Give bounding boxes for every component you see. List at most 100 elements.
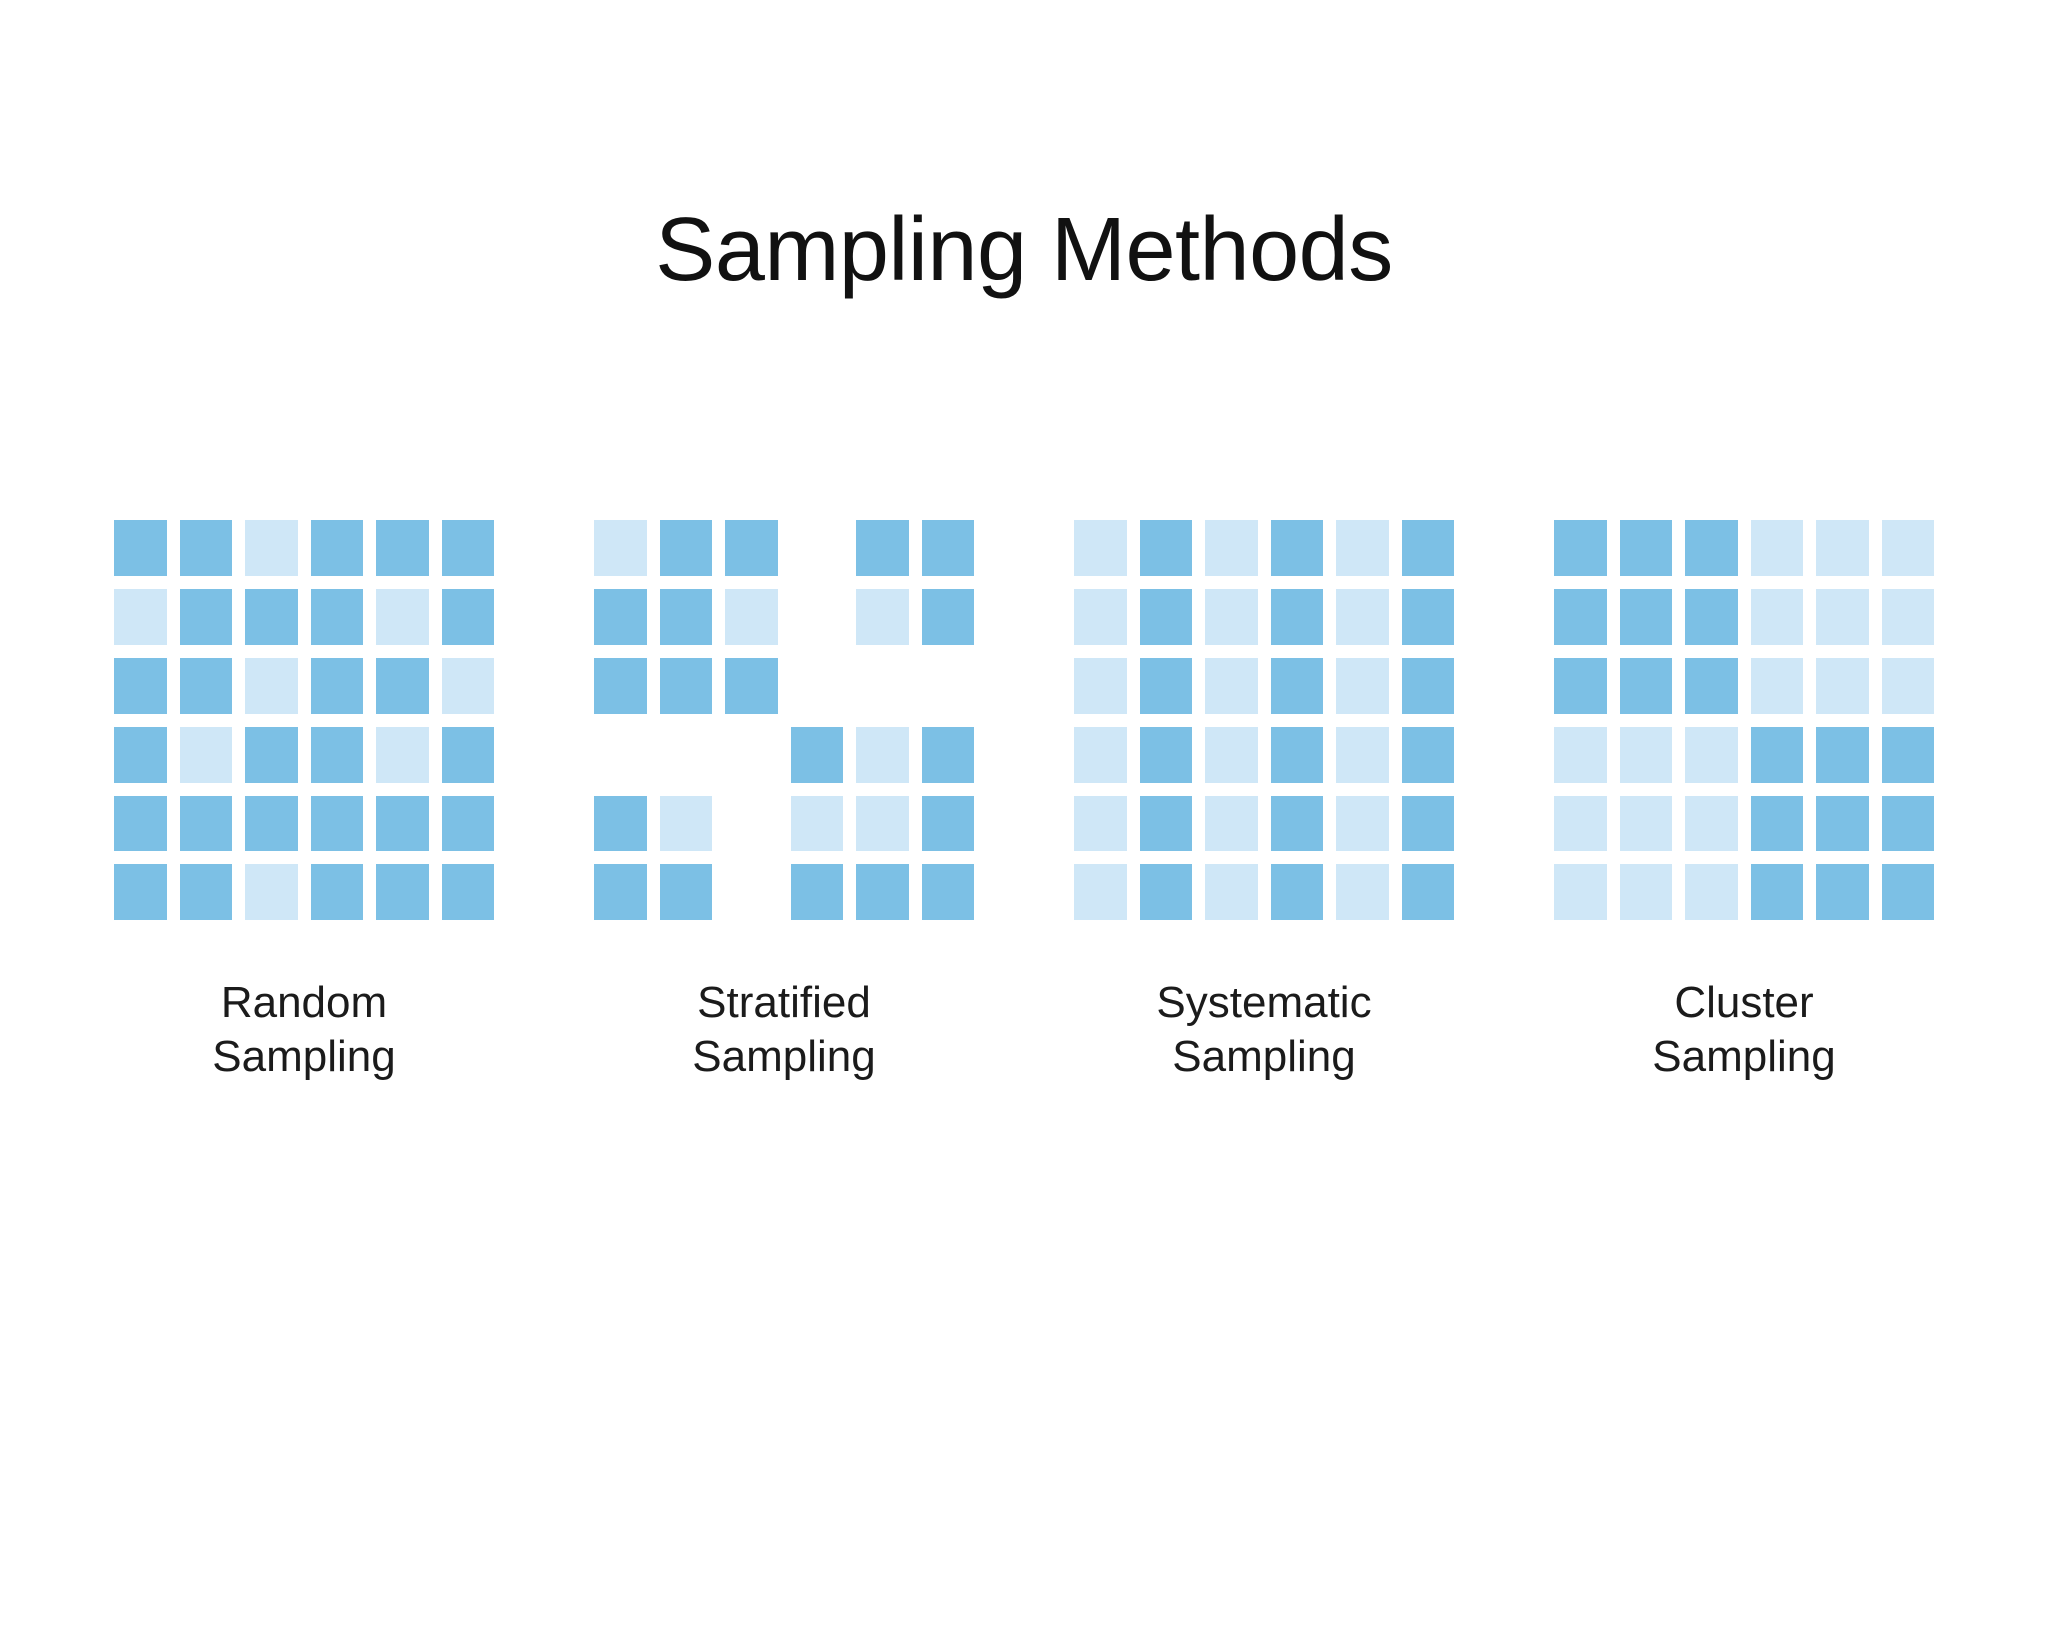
grid-cell-unselected	[1554, 795, 1607, 852]
grid-cell-selected	[659, 589, 712, 645]
page-title: Sampling Methods	[655, 200, 1393, 300]
grid-cell-selected	[441, 795, 494, 852]
grid-cell-unselected	[725, 589, 778, 645]
grid-cell-selected	[310, 726, 363, 783]
grid-cell-selected	[310, 520, 363, 577]
grid-cell-selected	[659, 864, 712, 921]
grid-cell-selected	[1270, 589, 1323, 645]
grid-cell-selected	[1401, 589, 1454, 645]
grid-cell-selected	[376, 795, 429, 852]
grid-cell-selected	[1270, 520, 1323, 577]
grid-cell-unselected	[1205, 520, 1258, 577]
grid-cell-selected	[1750, 864, 1803, 921]
grid-cell-selected	[310, 589, 363, 645]
grid-cell-empty	[856, 658, 909, 714]
grid-cell-unselected	[659, 795, 712, 852]
grid-cell-unselected	[179, 726, 232, 783]
grid-cell-unselected	[1881, 589, 1934, 645]
sampling-grid-random-sampling	[114, 520, 494, 921]
grid-cell-unselected	[1619, 864, 1672, 921]
grid-cell-unselected	[856, 795, 909, 852]
grid-cell-selected	[725, 520, 778, 577]
sampling-methods-panels: Random Sampling Stratified Sampling System…	[0, 520, 2048, 1083]
grid-cell-unselected	[1881, 657, 1934, 714]
grid-cell-unselected	[1336, 795, 1389, 852]
grid-cell-empty	[791, 520, 844, 576]
grid-cell-unselected	[1205, 657, 1258, 714]
grid-cell-unselected	[1205, 795, 1258, 852]
grid-cell-unselected	[1816, 520, 1869, 577]
grid-cell-unselected	[1816, 657, 1869, 714]
grid-cell-selected	[1270, 657, 1323, 714]
sampling-panel-label: Random Sampling	[212, 978, 396, 1081]
grid-cell-unselected	[1750, 657, 1803, 714]
grid-cell-selected	[1881, 864, 1934, 921]
grid-cell-selected	[1139, 589, 1192, 645]
grid-cell-unselected	[441, 657, 494, 714]
grid-cell-unselected	[1074, 520, 1127, 577]
grid-cell-selected	[594, 657, 647, 714]
grid-cell-selected	[1270, 795, 1323, 852]
grid-cell-selected	[1881, 795, 1934, 852]
grid-cell-selected	[594, 589, 647, 645]
grid-cell-selected	[310, 795, 363, 852]
grid-cell-unselected	[1205, 589, 1258, 645]
grid-cell-selected	[376, 864, 429, 921]
grid-cell-unselected	[1619, 726, 1672, 783]
grid-cell-empty	[791, 658, 844, 714]
sampling-grid-systematic-sampling	[1074, 520, 1454, 921]
grid-cell-selected	[114, 795, 167, 852]
grid-cell-unselected	[245, 520, 298, 577]
grid-cell-selected	[245, 726, 298, 783]
grid-cell-unselected	[1074, 726, 1127, 783]
grid-cell-unselected	[1750, 589, 1803, 645]
grid-cell-selected	[1685, 520, 1738, 577]
grid-cell-empty	[725, 796, 778, 852]
grid-cell-selected	[1619, 589, 1672, 645]
grid-cell-selected	[441, 726, 494, 783]
grid-cell-selected	[921, 726, 974, 783]
grid-cell-unselected	[856, 589, 909, 645]
grid-cell-selected	[1401, 864, 1454, 921]
grid-cell-unselected	[245, 657, 298, 714]
grid-cell-selected	[114, 726, 167, 783]
grid-cell-unselected	[1554, 726, 1607, 783]
grid-cell-unselected	[114, 589, 167, 645]
grid-cell-unselected	[1074, 795, 1127, 852]
grid-cell-selected	[179, 657, 232, 714]
grid-cell-selected	[1750, 726, 1803, 783]
grid-cell-unselected	[1336, 589, 1389, 645]
grid-cell-selected	[441, 589, 494, 645]
grid-cell-selected	[921, 864, 974, 921]
grid-cell-selected	[1685, 657, 1738, 714]
grid-cell-selected	[856, 864, 909, 921]
grid-cell-selected	[1270, 726, 1323, 783]
grid-cell-selected	[245, 589, 298, 645]
grid-cell-selected	[1401, 657, 1454, 714]
sampling-panel-stratified-sampling: Stratified Sampling	[594, 520, 974, 1083]
grid-cell-unselected	[1336, 657, 1389, 714]
grid-cell-unselected	[1619, 795, 1672, 852]
grid-cell-selected	[179, 589, 232, 645]
grid-cell-selected	[921, 520, 974, 577]
grid-cell-selected	[1139, 795, 1192, 852]
grid-cell-unselected	[1685, 864, 1738, 921]
grid-cell-selected	[1554, 657, 1607, 714]
grid-cell-selected	[441, 864, 494, 921]
grid-cell-selected	[856, 520, 909, 577]
grid-cell-selected	[921, 795, 974, 852]
grid-cell-selected	[179, 864, 232, 921]
grid-cell-selected	[659, 657, 712, 714]
grid-cell-selected	[114, 864, 167, 921]
grid-cell-empty	[594, 727, 647, 783]
grid-cell-selected	[1139, 520, 1192, 577]
grid-cell-selected	[1139, 726, 1192, 783]
grid-cell-selected	[659, 520, 712, 577]
grid-cell-selected	[245, 795, 298, 852]
sampling-panel-systematic-sampling: Systematic Sampling	[1074, 520, 1454, 1083]
grid-cell-selected	[441, 520, 494, 577]
grid-cell-selected	[1750, 795, 1803, 852]
grid-cell-selected	[179, 520, 232, 577]
grid-cell-selected	[1270, 864, 1323, 921]
